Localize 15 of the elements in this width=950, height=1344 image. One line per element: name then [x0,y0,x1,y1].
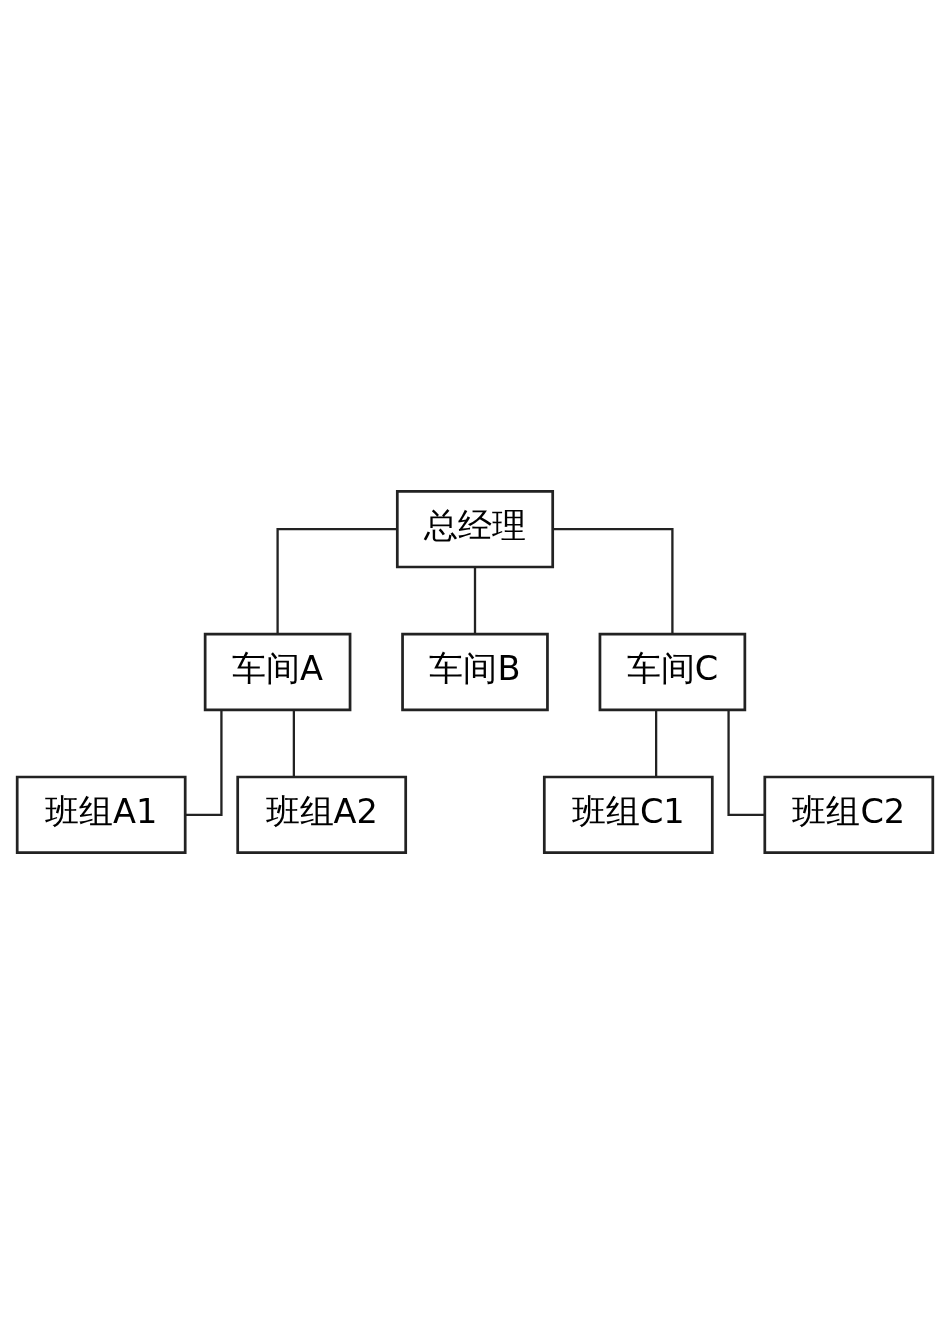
node-box: 车间A [203,632,352,712]
connector [276,528,397,634]
connector [654,710,658,777]
node-box: 班组A2 [236,775,408,854]
node-box: 班组A1 [15,775,187,854]
node-box: 班组C1 [542,775,714,854]
node-box: 车间B [401,632,549,712]
connector [727,710,765,816]
node-box: 班组C2 [763,775,935,854]
connector [185,710,223,816]
node-box: 车间C [598,632,747,712]
connector [473,567,477,634]
connector [292,710,296,777]
node-box: 总经理 [395,490,555,569]
connector [553,528,674,634]
